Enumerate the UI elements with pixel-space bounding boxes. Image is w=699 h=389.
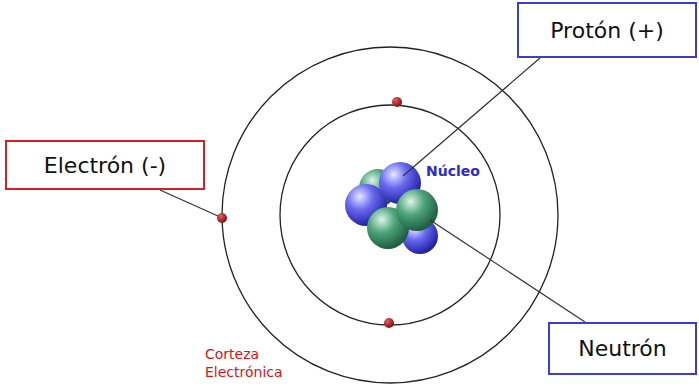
electrons [217,97,402,328]
leader-line [403,58,540,176]
leader-line [430,220,585,322]
nucleus [345,162,438,254]
box-label: Neutrón [578,336,667,361]
box-label: Protón (+) [550,18,664,43]
outer-orbit [222,47,558,383]
inner-orbit [280,105,500,325]
label-box: Protón (+) [517,2,697,58]
label-box: Electrón (-) [5,140,205,190]
part-label: Corteza Electrónica [205,345,305,381]
part-label: Núcleo [426,162,506,180]
box-label: Electrón (-) [44,153,166,178]
label-box: Neutrón [548,322,697,375]
leader-line [160,190,218,216]
